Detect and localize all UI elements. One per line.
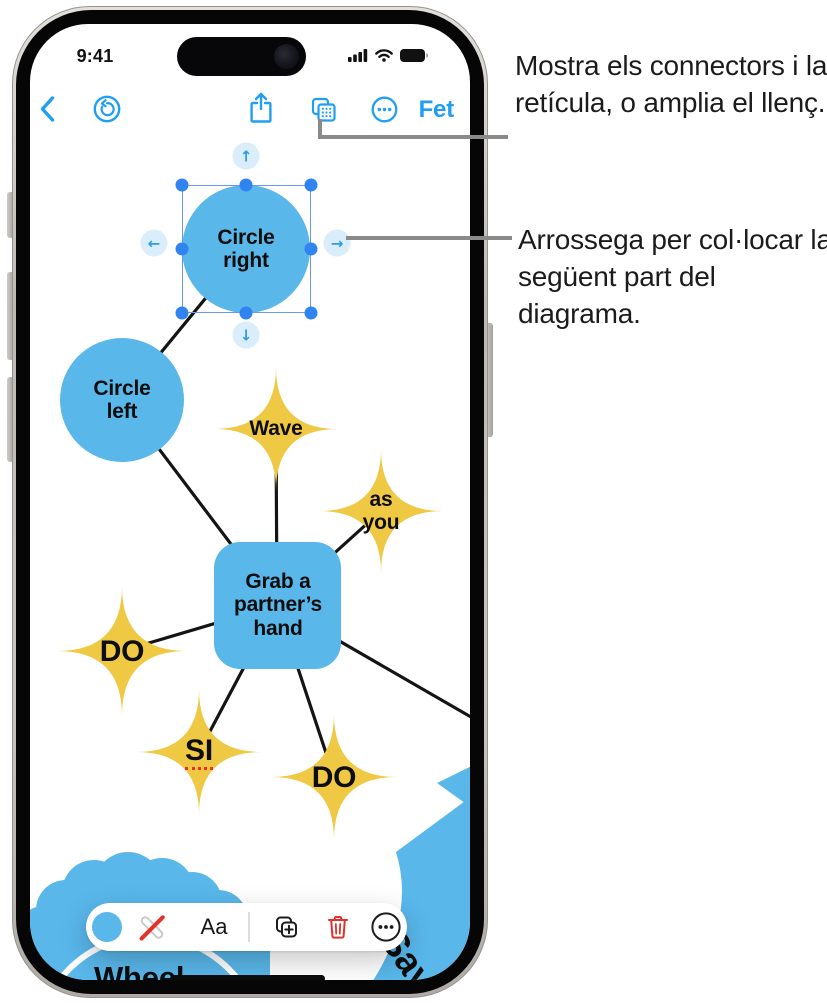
border-none-icon (135, 910, 169, 944)
iphone-frame: Circle right Circle left Wave as you Gra… (12, 6, 488, 998)
more-options-button[interactable] (369, 910, 403, 944)
add-shape-down-arrow[interactable]: ↓ (232, 321, 260, 349)
ellipsis-circle-icon (371, 96, 398, 123)
cellular-signal-icon (348, 49, 368, 62)
selection-handle-bottom-left[interactable] (175, 306, 189, 320)
callout-line-canvas-vertical (318, 119, 322, 138)
callout-line-arrow (346, 236, 512, 240)
volume-down-button[interactable] (7, 377, 14, 462)
chevron-back-icon (40, 96, 54, 122)
action-button[interactable] (7, 192, 14, 238)
label-circle-right[interactable]: Circle right (217, 225, 275, 272)
power-button[interactable] (486, 323, 493, 437)
selection-handle-top-right[interactable] (304, 178, 318, 192)
label-si-text[interactable]: SI (185, 734, 213, 770)
add-shape-up-arrow[interactable]: ↑ (232, 142, 260, 170)
shape-si[interactable] (136, 689, 262, 815)
selection-handle-mid-right[interactable] (304, 242, 318, 256)
front-camera (274, 44, 299, 69)
trash-icon (328, 916, 348, 939)
delete-button[interactable] (321, 910, 355, 944)
dynamic-island (177, 37, 306, 76)
status-time: 9:41 (76, 46, 114, 66)
share-button[interactable] (247, 92, 275, 124)
back-button[interactable] (34, 95, 60, 123)
shape-context-toolbar: Aa (86, 903, 407, 951)
shape-as-you[interactable] (319, 449, 443, 573)
duplicate-icon (275, 916, 297, 937)
label-wheel[interactable]: Wheel (94, 959, 185, 980)
more-button[interactable] (371, 96, 398, 123)
callout-drag-text: Arrossega per col·locar la següent part … (518, 224, 827, 329)
app-screen: Circle right Circle left Wave as you Gra… (30, 24, 470, 980)
duplicate-button[interactable] (269, 910, 303, 944)
shape-circle-right[interactable] (182, 185, 310, 313)
selection-handle-top-left[interactable] (175, 178, 189, 192)
shape-wave[interactable] (214, 367, 338, 491)
label-as-you[interactable]: as you (362, 487, 400, 534)
shape-do-left[interactable] (57, 586, 187, 716)
callout-canvas-text: Mostra els connectors i la retícula, o a… (515, 50, 827, 118)
label-grab[interactable]: Grab a partner’s hand (233, 570, 323, 640)
label-circle-left[interactable]: Circle left (93, 376, 151, 423)
volume-up-button[interactable] (7, 272, 14, 360)
status-icons (348, 49, 429, 62)
wifi-icon (375, 49, 393, 62)
selection-handle-bottom-center[interactable] (239, 306, 253, 320)
home-indicator[interactable] (170, 975, 325, 980)
fill-color-swatch[interactable] (92, 912, 122, 942)
selection-handle-bottom-right[interactable] (304, 306, 318, 320)
add-shape-right-arrow[interactable]: → (323, 229, 351, 257)
callout-line-canvas-horizontal (318, 135, 508, 139)
canvas-view-button[interactable] (309, 95, 339, 125)
selection-box (182, 185, 311, 313)
shape-circle-left[interactable] (60, 338, 184, 462)
undo-button[interactable] (93, 95, 121, 123)
shape-grab-box[interactable] (214, 542, 341, 669)
border-style-button[interactable] (135, 910, 169, 944)
canvas-grid-icon (311, 97, 336, 122)
add-shape-left-arrow[interactable]: ← (140, 229, 168, 257)
battery-icon (400, 49, 428, 62)
label-do-bottom[interactable]: DO (311, 760, 357, 794)
ellipsis-circle-icon (371, 912, 401, 942)
toolbar-divider (248, 912, 250, 942)
selection-handle-top-center[interactable] (239, 178, 253, 192)
done-button[interactable]: Fet (418, 96, 455, 123)
text-style-button[interactable]: Aa (200, 914, 228, 939)
undo-icon (93, 95, 121, 123)
label-do-left[interactable]: DO (99, 634, 145, 668)
label-si[interactable]: SI (149, 734, 249, 770)
phone-bezel: Circle right Circle left Wave as you Gra… (16, 10, 484, 994)
share-icon (250, 92, 272, 123)
label-wave[interactable]: Wave (249, 417, 303, 441)
shape-do-bottom[interactable] (271, 714, 397, 840)
selection-handle-mid-left[interactable] (175, 242, 189, 256)
